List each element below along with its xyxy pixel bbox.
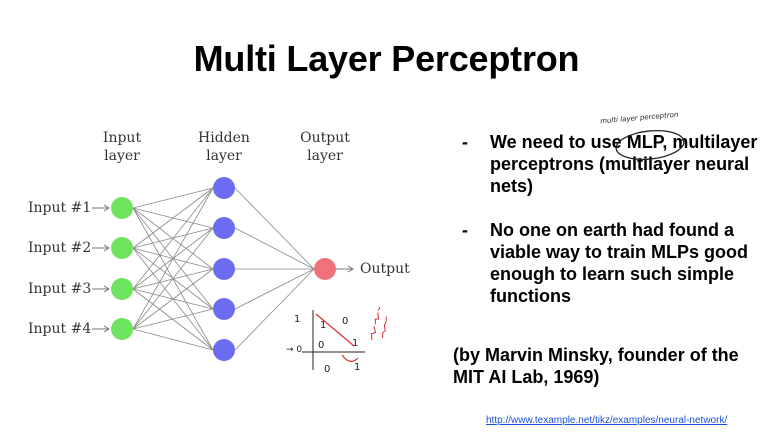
edge-input-4-hidden-1 — [132, 187, 214, 330]
input-arrows — [92, 204, 354, 333]
hidden-node-2 — [213, 217, 235, 239]
source-link[interactable]: http://www.texample.net/tikz/examples/ne… — [486, 415, 728, 426]
hidden-node-1 — [213, 177, 235, 199]
bullet-item-1: - We need to use MLP, multilayer percept… — [462, 131, 762, 197]
edge-input-4-hidden-3 — [132, 268, 214, 330]
edge-input-1-hidden-1 — [132, 187, 214, 209]
neural-network-diagram: Input layer Hidden layer Output layer In… — [28, 130, 410, 361]
input-node-4 — [111, 318, 133, 340]
hidden-layer-label-line1: Hidden — [198, 130, 250, 146]
output-layer-label-line1: Output — [300, 130, 350, 146]
network-nodes — [111, 177, 336, 361]
input-label-3: Input #3 — [28, 281, 91, 297]
bullet-dash: - — [462, 220, 468, 240]
sketch-red-curve — [341, 354, 359, 362]
sketch-red-scribble — [370, 306, 387, 341]
output-label: Output — [360, 261, 410, 277]
input-node-3 — [111, 278, 133, 300]
output-layer-label-line2: layer — [307, 148, 343, 164]
sketch-label-2: 1 — [320, 320, 326, 331]
sketch-red-line-1 — [315, 313, 355, 347]
bullet-text: We need to use MLP, multilayer perceptro… — [490, 132, 758, 196]
citation: (by Marvin Minsky, founder of the MIT AI… — [453, 345, 739, 387]
edge-input-4-hidden-4 — [132, 308, 214, 330]
input-label-2: Input #2 — [28, 240, 91, 256]
sketch-label-4: 0 — [318, 340, 324, 351]
input-layer-label-line1: Input — [103, 130, 142, 146]
edge-hidden-5-output — [234, 268, 315, 351]
input-label-1: Input #1 — [28, 200, 91, 216]
input-node-2 — [111, 237, 133, 259]
hidden-node-3 — [213, 258, 235, 280]
sketch-label-5: 1 — [352, 338, 358, 349]
edge-input-3-hidden-5 — [132, 288, 214, 351]
edge-input-2-hidden-1 — [132, 187, 214, 249]
sketch-label-7: 1 — [354, 362, 360, 373]
bullet-dash: - — [462, 132, 468, 152]
sketch-label-6: 0 — [324, 364, 330, 375]
edge-hidden-4-output — [234, 268, 315, 310]
output-node — [314, 258, 336, 280]
input-arrowhead-4 — [103, 325, 110, 333]
network-edges — [132, 187, 315, 351]
sketch-note: → 0 — [286, 345, 302, 355]
input-label-4: Input #4 — [28, 321, 91, 337]
handwritten-sketch: 1 1 0 0 1 0 1 → 0 — [286, 306, 387, 375]
edge-hidden-1-output — [234, 187, 315, 270]
edge-input-3-hidden-1 — [132, 187, 214, 290]
input-layer-label-line2: layer — [104, 148, 140, 164]
sketch-label-1: 1 — [294, 314, 300, 325]
hidden-layer-label-line2: layer — [206, 148, 242, 164]
bullet-item-2: - No one on earth had found a viable way… — [462, 219, 762, 307]
edge-hidden-2-output — [234, 227, 315, 270]
hidden-node-5 — [213, 339, 235, 361]
bullet-list: - We need to use MLP, multilayer percept… — [462, 131, 762, 329]
hidden-node-4 — [213, 298, 235, 320]
input-arrowhead-3 — [103, 285, 110, 293]
edge-input-4-hidden-2 — [132, 227, 214, 330]
bullet-text: No one on earth had found a viable way t… — [490, 220, 749, 306]
slide-title: Multi Layer Perceptron — [193, 38, 580, 79]
sketch-label-3: 0 — [342, 316, 348, 327]
edge-input-4-hidden-5 — [132, 328, 214, 351]
input-node-1 — [111, 197, 133, 219]
output-arrowhead — [347, 265, 354, 273]
input-arrowhead-2 — [103, 244, 110, 252]
handwritten-annotation: multi layer perceptron — [599, 110, 679, 126]
input-arrowhead-1 — [103, 204, 110, 212]
